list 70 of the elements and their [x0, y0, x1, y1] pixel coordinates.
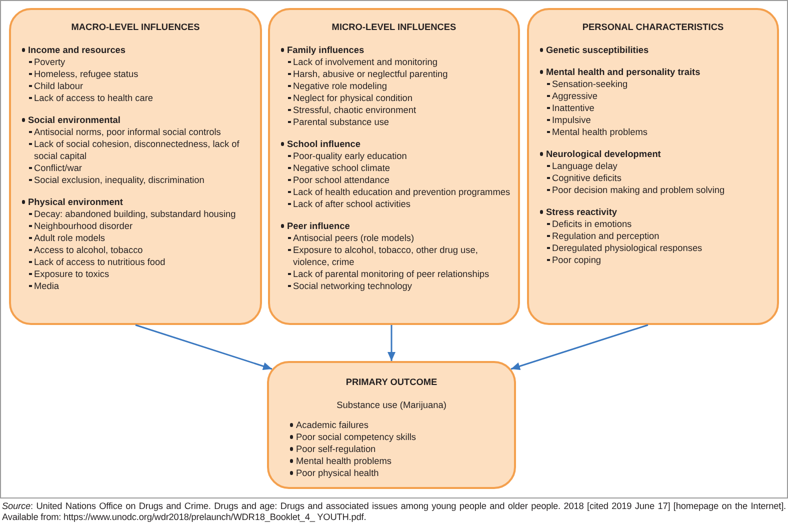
bullet-item: Decay: abandoned building, substandard housing: [29, 208, 236, 220]
bullet-item: Social exclusion, inequality, discrimination: [29, 174, 204, 186]
bullet-heading: Family influences: [281, 44, 364, 56]
bullet-item: Lack of social cohesion, disconnectedness, lack of social capital: [29, 138, 255, 162]
bullet-item: Antisocial peers (role models): [288, 232, 414, 244]
bullet-item: Poor decision making and problem solving: [547, 184, 725, 196]
bullet-heading: School influence: [281, 138, 361, 150]
bullet-item: Lack of parental monitoring of peer relationships: [288, 268, 490, 280]
bullet-item: Access to alcohol, tobacco: [29, 244, 143, 256]
bullet-item: Poor coping: [547, 254, 602, 266]
box-title: PERSONAL CHARACTERISTICS: [582, 21, 724, 33]
box-title: MACRO-LEVEL INFLUENCES: [71, 21, 200, 33]
rounded-box: [527, 8, 779, 325]
bullet-item: Child labour: [29, 80, 84, 92]
outcome-text: Substance use (Marijuana): [336, 399, 446, 411]
bullet-item: Impulsive: [547, 114, 591, 126]
bullet-item: Homeless, refugee status: [29, 68, 138, 80]
bullet-heading: Income and resources: [22, 44, 126, 56]
bullet-item: Lack of access to nutritious food: [29, 256, 166, 268]
bullet-item: Mental health problems: [547, 126, 648, 138]
bullet-heading: Stress reactivity: [540, 206, 617, 218]
rounded-box: [9, 8, 262, 325]
bullet-item: Neglect for physical condition: [288, 92, 413, 104]
arrow: [388, 325, 396, 361]
bullet-item: Adult role models: [29, 232, 105, 244]
bullet-item: Cognitive deficits: [547, 172, 622, 184]
bullet-item: Sensation-seeking: [547, 78, 628, 90]
bullet-item: Lack of after school activities: [288, 198, 410, 210]
bullet-item: Lack of health education and prevention programmes: [288, 186, 510, 198]
bullet-heading: Mental health and personality traits: [540, 66, 700, 78]
bullet-item: Poor self-regulation: [290, 443, 376, 455]
bullet-item: Lack of access to health care: [29, 92, 153, 104]
bullet-item: Negative school climate: [288, 162, 390, 174]
arrow: [135, 324, 272, 370]
bullet-item: Aggressive: [547, 90, 598, 102]
rounded-box: [268, 8, 520, 325]
bullet-item: Exposure to toxics: [29, 268, 110, 280]
box-title: PRIMARY OUTCOME: [346, 376, 438, 388]
bullet-item: Mental health problems: [290, 455, 392, 467]
bullet-item: Poor social competency skills: [290, 431, 416, 443]
box-title: MICRO-LEVEL INFLUENCES: [332, 21, 456, 33]
bullet-item: Poor-quality early education: [288, 150, 407, 162]
bullet-item: Neighbourhood disorder: [29, 220, 133, 232]
bullet-item: Parental substance use: [288, 116, 390, 128]
bullet-item: Academic failures: [290, 419, 369, 431]
bullet-item: Poor physical health: [290, 467, 379, 479]
bullet-heading: Physical environment: [22, 196, 123, 208]
bullet-item: Negative role modeling: [288, 80, 387, 92]
bullet-item: Social networking technology: [288, 280, 412, 292]
bullet-item: Language delay: [547, 160, 618, 172]
bullet-item: Conflict/war: [29, 162, 82, 174]
bullet-item: Media: [29, 280, 60, 292]
bullet-item: Regulation and perception: [547, 230, 660, 242]
arrow: [510, 324, 648, 370]
bullet-item: Inattentive: [547, 102, 594, 114]
bullet-item: Deficits in emotions: [547, 218, 632, 230]
bullet-heading: Genetic susceptibilities: [540, 44, 649, 56]
bullet-item: Antisocial norms, poor informal social controls: [29, 126, 221, 138]
bullet-item: Exposure to alcohol, tobacco, other drug use, violence, crime: [288, 244, 513, 268]
rounded-box: [267, 361, 516, 489]
bullet-heading: Neurological development: [540, 148, 661, 160]
bullet-item: Harsh, abusive or neglectful parenting: [288, 68, 448, 80]
source-caption: Source: United Nations Office on Drugs and Crime. Drugs and age: Drugs and associated issues among young people and older people. 2018 [cited 2019 June 17] [homepage on the Internet]. Available from: https://www.unodc.org/wdr2018/prelaunch/WDR18_Booklet_4_ YOUTH.pdf.: [2, 501, 786, 523]
bullet-item: Poor school attendance: [288, 174, 390, 186]
bullet-item: Deregulated physiological responses: [547, 242, 702, 254]
bullet-heading: Peer influence: [281, 220, 350, 232]
bullet-item: Lack of involvement and monitoring: [288, 56, 438, 68]
bullet-item: Poverty: [29, 56, 66, 68]
bullet-heading: Social environmental: [22, 114, 120, 126]
bullet-item: Stressful, chaotic environment: [288, 104, 416, 116]
